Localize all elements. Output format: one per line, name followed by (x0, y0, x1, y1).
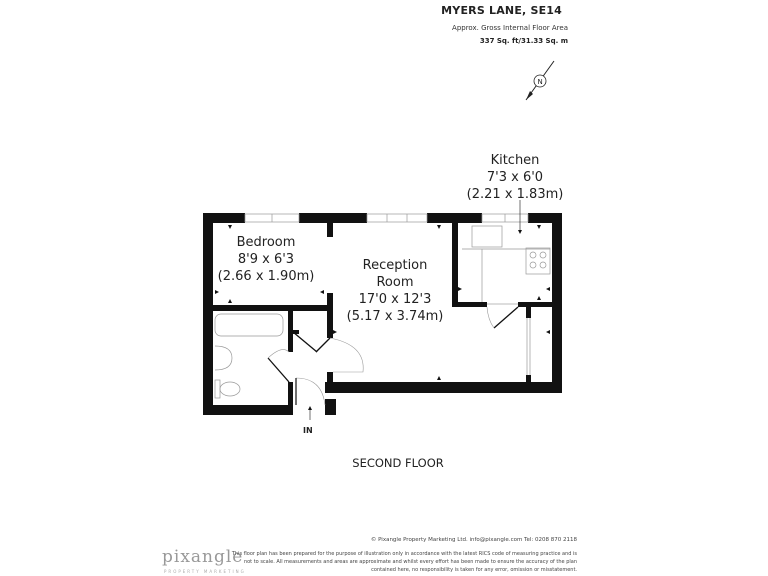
room-label-bedroom: Bedroom 8'9 x 6'3 (2.66 x 1.90m) (218, 234, 315, 285)
windows (244, 213, 531, 375)
fixtures (214, 225, 551, 399)
disclaimer-line: This floor plan has been prepared for th… (231, 551, 577, 557)
kitchen-name: Kitchen (490, 153, 540, 168)
sink-icon (471, 225, 503, 248)
bedroom-imperial: 8'9 x 6'3 (237, 252, 295, 267)
reception-metric: (5.17 x 3.74m) (346, 309, 444, 324)
bath-icon (214, 313, 284, 337)
disclaimer-line: not to scale. All measurements and areas… (243, 559, 577, 565)
reception-imperial: 17'0 x 12'3 (358, 292, 432, 307)
area-label: Approx. Gross Internal Floor Area (452, 24, 568, 32)
walls (203, 213, 562, 415)
kitchen-metric: (2.21 x 1.83m) (466, 187, 564, 202)
floor-label: SECOND FLOOR (352, 456, 444, 470)
bedroom-metric: (2.66 x 1.90m) (217, 269, 315, 284)
disclaimer-line: contained here, no responsibility is tak… (371, 567, 577, 573)
basin-icon (214, 345, 233, 371)
arrows (215, 200, 550, 420)
property-title: MYERS LANE, SE14 (441, 4, 562, 17)
toilet-icon (219, 381, 241, 397)
doors (267, 303, 519, 406)
bedroom-name: Bedroom (236, 235, 296, 250)
room-label-reception: Reception Room 17'0 x 12'3 (5.17 x 3.74m… (347, 257, 444, 325)
entrance-label: IN (303, 426, 313, 435)
kitchen-imperial: 7'3 x 6'0 (486, 170, 544, 185)
reception-name-2: Room (376, 275, 414, 290)
north-arrow-icon: N (525, 60, 555, 101)
reception-name-1: Reception (362, 258, 428, 273)
hob-icon (525, 247, 551, 275)
toilet-cistern-icon (214, 379, 221, 399)
pixangle-logo: pixangle (162, 547, 244, 567)
room-label-kitchen: Kitchen 7'3 x 6'0 (2.21 x 1.83m) (467, 152, 564, 203)
logo-subtitle: PROPERTY MARKETING (164, 569, 246, 574)
copyright-text: © Pixangle Property Marketing Ltd. info@… (370, 537, 577, 543)
compass-letter: N (538, 78, 543, 86)
area-value: 337 Sq. ft/31.33 Sq. m (479, 37, 568, 45)
